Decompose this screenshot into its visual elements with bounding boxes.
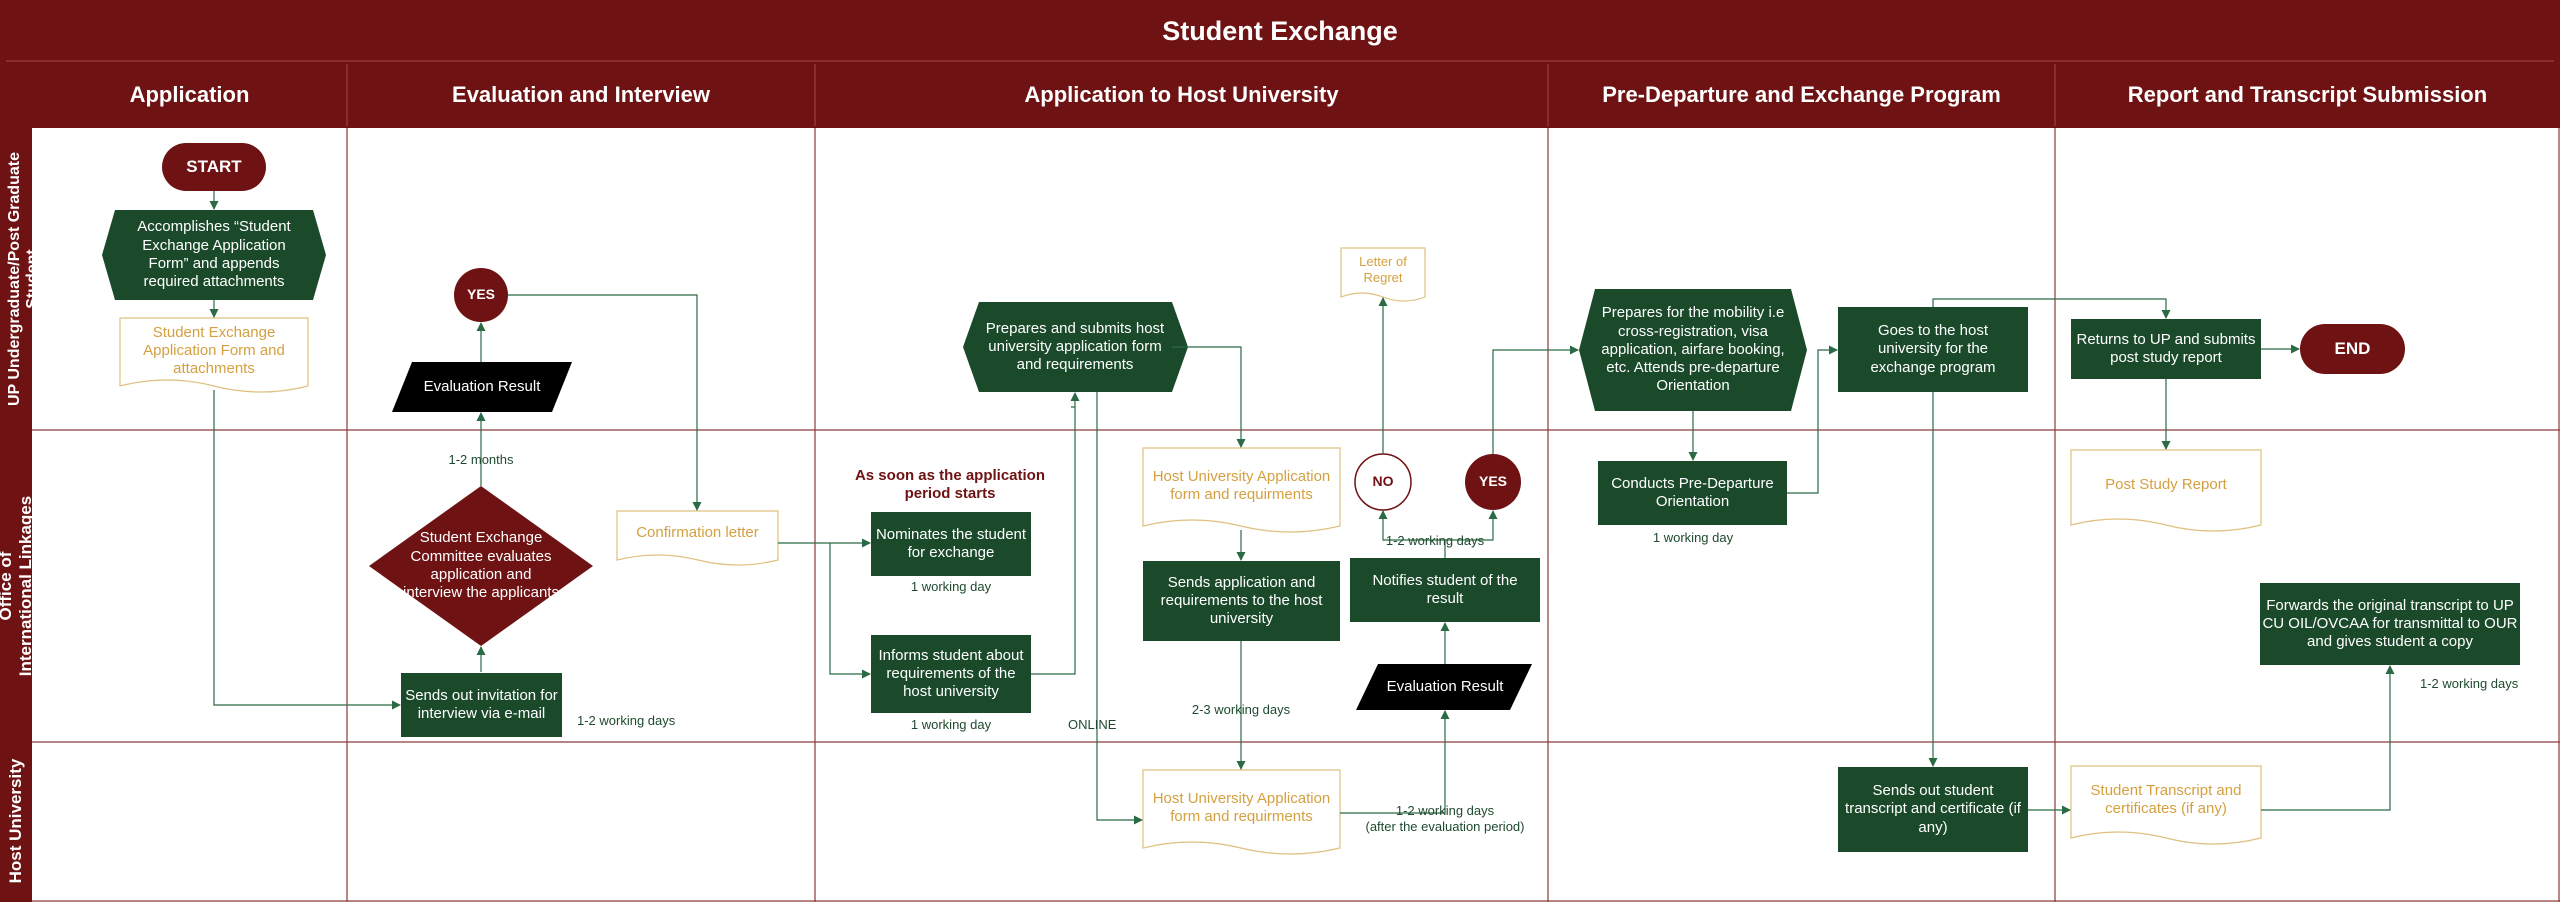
lane-label-oil: Office of International Linkages — [0, 436, 36, 736]
accomplish-label: Accomplishes “Student Exchange Applicati… — [137, 218, 291, 291]
sends-application-label: Sends application and requirements to th… — [1160, 573, 1323, 628]
sends-transcript-box — [1838, 767, 2028, 852]
conducts-label: Conducts Pre-Departure Orientation — [1611, 474, 1774, 510]
title-bar — [0, 0, 2560, 62]
sends-application-box — [1143, 561, 1340, 641]
conducts-box — [1598, 461, 1787, 525]
column-header-application: Application — [129, 82, 250, 107]
lane-label-oil-line2: International Linkages — [15, 495, 35, 677]
prep-mobility-label: Prepares for the mobility i.e cross-regi… — [1601, 304, 1785, 395]
notifies-box — [1350, 558, 1540, 622]
lane-label-host: Host University — [6, 758, 25, 884]
evaluation-result-1-shape — [392, 362, 572, 412]
start-terminator — [162, 143, 266, 191]
connectors — [209, 191, 2395, 825]
sends-transcript-label: Sends out student transcript and certifi… — [1845, 782, 2021, 836]
note-asap-line1: As soon as the application — [854, 467, 1046, 484]
inform-box — [871, 635, 1031, 713]
note-months: 1-2 months — [448, 452, 514, 467]
column-header-report: Report and Transcript Submission — [2127, 82, 2488, 107]
yes-2-label: YES — [1478, 473, 1507, 490]
page-title: Student Exchange — [1162, 15, 1398, 46]
returns-label: Returns to UP and submits post study rep… — [2076, 330, 2256, 366]
column-header-pre-departure: Pre-Departure and Exchange Program — [1602, 82, 2001, 107]
student-form-label: Student Exchange Application Form and at… — [143, 323, 285, 378]
returns-box — [2071, 319, 2261, 379]
host-form-oil-document — [1142, 447, 1341, 533]
prepares-submits-label: Prepares and submits host university app… — [985, 319, 1165, 374]
nominate-box — [871, 512, 1031, 576]
evaluation-result-2-shape — [1356, 664, 1532, 710]
host-form-hu-document — [1142, 769, 1341, 855]
post-report-label: Post Study Report — [2105, 475, 2227, 493]
invite-box — [401, 673, 562, 737]
end-label: END — [2334, 338, 2371, 358]
note-asap-line2: period starts — [904, 485, 996, 502]
note-notify-days: 1-2 working days — [1385, 533, 1485, 548]
goes-host-label: Goes to the host university for the exch… — [1870, 322, 1996, 376]
nominate-label: Nominates the student for exchange — [875, 525, 1027, 561]
goes-host-box — [1838, 307, 2028, 392]
column-header-dividers — [346, 64, 2056, 126]
evaluation-result-2-label: Evaluation Result — [1386, 677, 1504, 695]
yes-circle-1 — [454, 268, 508, 322]
yes-1-label: YES — [466, 286, 495, 303]
swimlane-grid — [32, 128, 2560, 902]
transcript-document — [2070, 765, 2262, 845]
note-conduct-days: 1 working day — [1652, 530, 1734, 545]
student-form-document — [119, 317, 309, 393]
note-host-days-line1: 1-2 working days — [1395, 803, 1495, 818]
lane-label-bar — [0, 128, 32, 902]
note-host-days-line2: (after the evaluation period) — [1365, 819, 1525, 834]
note-inform-days: 1 working day — [910, 717, 992, 732]
confirmation-label: Confirmation letter — [636, 523, 759, 541]
prep-mobility-hexagon — [1579, 289, 1807, 411]
committee-diamond — [369, 486, 593, 646]
yes-circle-2 — [1465, 454, 1521, 510]
lane-label-oil-line1: Office of — [0, 551, 15, 621]
transcript-label: Student Transcript and certificates (if … — [2090, 781, 2242, 817]
inform-label: Informs student about requirements of th… — [878, 646, 1024, 701]
letter-of-regret-label: Letter of Regret — [1359, 254, 1407, 285]
note-forward-days: 1-2 working days — [2420, 676, 2519, 691]
column-header-evaluation: Evaluation and Interview — [452, 82, 710, 107]
note-online: ONLINE — [1068, 717, 1117, 732]
accomplish-hexagon — [102, 210, 326, 300]
committee-label: Student Exchange Committee evaluates app… — [403, 529, 559, 602]
confirmation-document — [616, 510, 779, 566]
evaluation-result-1-label: Evaluation Result — [423, 377, 541, 395]
post-report-document — [2070, 449, 2262, 532]
invite-label: Sends out invitation for interview via e… — [405, 686, 558, 722]
column-header-host-application: Application to Host University — [1024, 82, 1339, 107]
no-label: NO — [1372, 473, 1394, 490]
end-terminator — [2300, 324, 2405, 374]
prepares-submits-hexagon — [963, 302, 1188, 392]
column-header-bar — [0, 62, 2560, 128]
forwards-label: Forwards the original transcript to UP C… — [2262, 596, 2518, 651]
note-invite-days: 1-2 working days — [577, 713, 676, 728]
note-sends-days: 2-3 working days — [1191, 702, 1291, 717]
forwards-box — [2260, 583, 2520, 665]
lane-label-student: UP Undergraduate/Post Graduate Student — [6, 152, 42, 406]
note-nominate-days: 1 working day — [910, 579, 992, 594]
host-form-hu-label: Host University Application form and req… — [1152, 789, 1331, 825]
notifies-label: Notifies student of the result — [1372, 571, 1518, 607]
start-label: START — [186, 156, 242, 176]
host-form-oil-label: Host University Application form and req… — [1152, 467, 1331, 503]
